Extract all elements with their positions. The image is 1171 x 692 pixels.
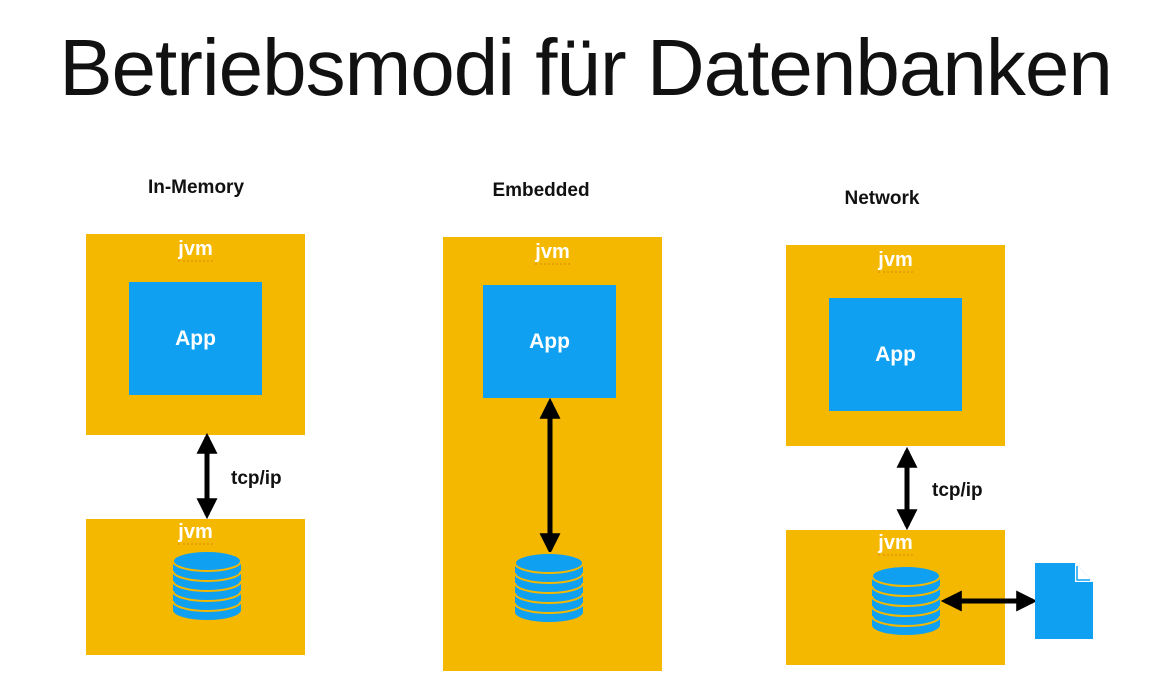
database-icon	[172, 550, 242, 621]
jvm-box-in-memory-app: jvm App	[86, 234, 305, 435]
jvm-box-network-app: jvm App	[786, 245, 1005, 446]
mode-label-network: Network	[844, 188, 920, 209]
database-icon	[871, 565, 941, 636]
mode-label-embedded: Embedded	[492, 180, 590, 201]
database-icon	[514, 552, 584, 623]
app-box-network: App	[829, 298, 962, 411]
document-file-icon	[1035, 563, 1093, 639]
page-title: Betriebsmodi für Datenbanken	[59, 23, 1113, 112]
app-box-in-memory: App	[129, 282, 262, 395]
jvm-label: jvm	[878, 532, 913, 556]
jvm-label: jvm	[878, 249, 913, 273]
app-box-embedded: App	[483, 285, 616, 398]
jvm-label: jvm	[178, 521, 213, 545]
jvm-label: jvm	[178, 238, 213, 262]
tcp-ip-label-network: tcp/ip	[932, 480, 983, 501]
mode-label-in-memory: In-Memory	[147, 177, 245, 198]
tcp-ip-label-in-memory: tcp/ip	[231, 468, 282, 489]
jvm-label: jvm	[535, 241, 570, 265]
